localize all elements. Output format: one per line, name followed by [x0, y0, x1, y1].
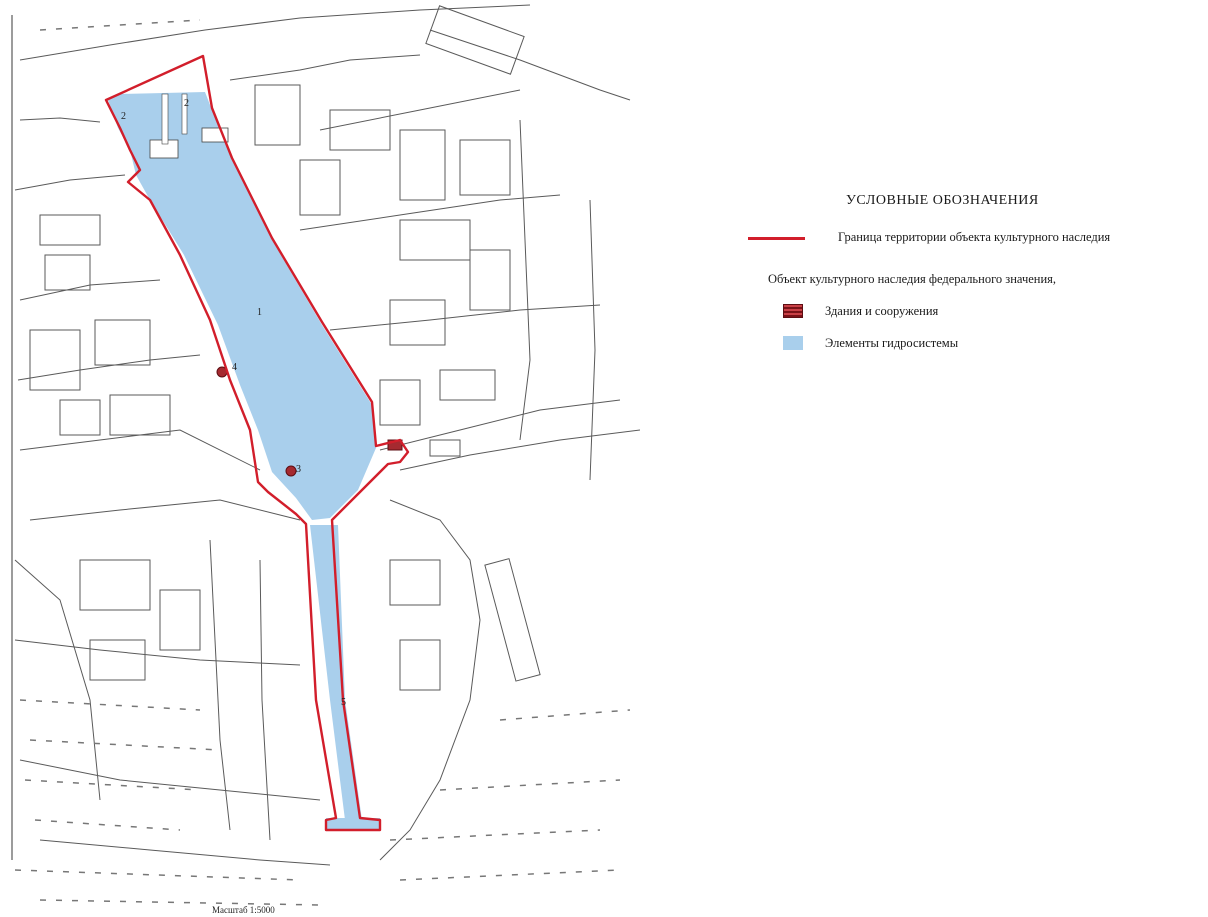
zone-label-2a: 2 [121, 111, 126, 122]
base-map-linework [11, 4, 640, 866]
legend-water-label: Элементы гидросистемы [825, 336, 959, 350]
terrain-marks [14, 19, 631, 906]
map-canvas: 2 2 1 4 3 5 [11, 4, 640, 906]
legend-buildings-label: Здания и сооружения [825, 304, 939, 318]
canal-water [310, 525, 378, 830]
pond-water [108, 92, 376, 520]
zone-label-1: 1 [257, 307, 262, 318]
zone-label-3: 3 [296, 464, 301, 475]
canal-end-water [326, 818, 380, 830]
scale-label: Масштаб 1:5000 [212, 905, 275, 915]
water-elements [108, 92, 380, 830]
legend-object-label: Объект культурного наследия федерального… [768, 272, 1057, 286]
cadastral-map: 2 2 1 4 3 5 [11, 4, 640, 906]
zone-label-4: 4 [232, 362, 237, 373]
legend-border-label: Граница территории объекта культурного н… [838, 230, 1111, 244]
border-line-symbol [748, 237, 805, 240]
zone-label-2b: 2 [184, 98, 189, 109]
water-swatch [783, 336, 803, 350]
zone-label-5: 5 [341, 697, 346, 708]
building-zone-3 [285, 465, 297, 477]
buildings-swatch [783, 304, 803, 318]
heritage-border [104, 54, 410, 832]
legend-title: УСЛОВНЫЕ ОБОЗНАЧЕНИЯ [846, 193, 1039, 208]
zone-labels: 2 2 1 4 3 5 [121, 98, 346, 708]
